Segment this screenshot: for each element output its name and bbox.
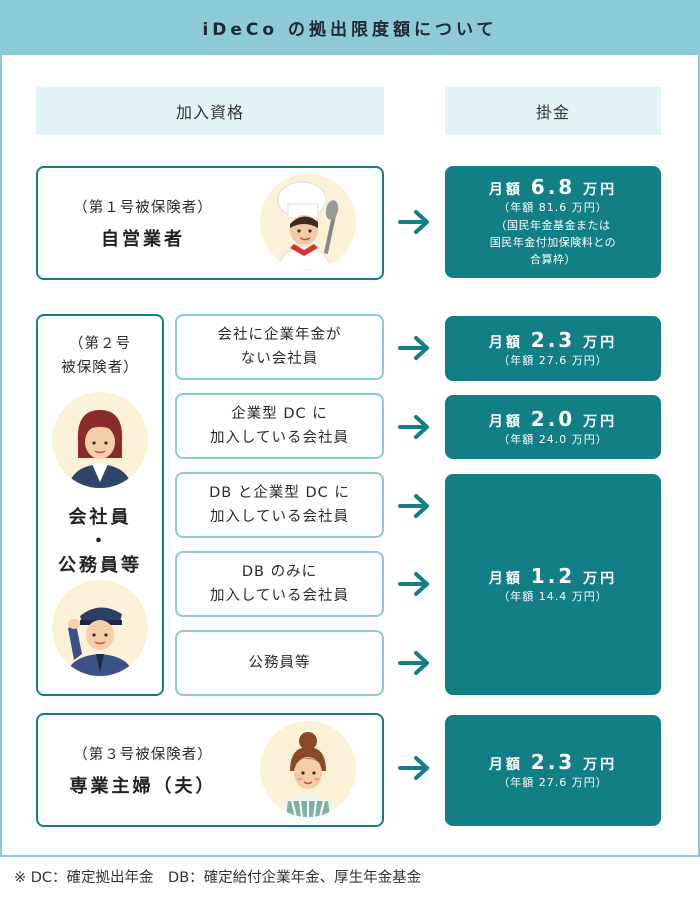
row-label-line: DB と企業型 DC に xyxy=(209,485,350,501)
employee-row-no-pension: 会社に企業年金が ない会社員 xyxy=(175,314,384,380)
employee-row-db-and-dc: DB と企業型 DC に 加入している会社員 xyxy=(175,472,384,538)
amount-prefix: 月額 xyxy=(488,182,523,198)
amount-annual: （年額 81.6 万円） xyxy=(498,201,608,214)
footnote: ※ DC：確定拠出年金 DB：確定給付企業年金、厚生年金基金 xyxy=(14,870,422,886)
header-eligibility: 加入資格 xyxy=(36,87,384,135)
amount-prefix: 月額 xyxy=(488,571,523,587)
employee-category-line: 被保険者） xyxy=(61,360,139,376)
self-employed-amount: 月額 6.8 万円 （年額 81.6 万円） （国民年金基金または 国民年金付加… xyxy=(445,166,661,278)
row-label-line: 公務員等 xyxy=(248,655,311,671)
row-label-line: 加入している会社員 xyxy=(209,430,350,446)
employee-row-civil-servant: 公務員等 xyxy=(175,630,384,696)
amount-prefix: 月額 xyxy=(488,413,523,430)
amount-unit: 万円 xyxy=(583,571,618,587)
homemaker-amount: 月額 2.3 万円 （年額 27.6 万円） xyxy=(445,715,661,826)
amount-annual: （年額 14.4 万円） xyxy=(498,590,608,603)
businesswoman-icon xyxy=(52,392,148,488)
homemaker-box: （第３号被保険者） 専業主婦（夫） xyxy=(36,713,384,827)
homemaker-name: 専業主婦（夫） xyxy=(69,776,217,797)
amount-unit: 万円 xyxy=(583,335,618,351)
amount-prefix: 月額 xyxy=(488,757,523,773)
amount-annual: （年額 24.0 万円） xyxy=(498,432,608,446)
row-label-line: ない会社員 xyxy=(240,351,319,367)
amount-note-line: 合算枠） xyxy=(529,253,576,266)
row-label-line: 加入している会社員 xyxy=(209,588,350,604)
amount-unit: 万円 xyxy=(583,413,618,430)
employee-amount-dc: 月額 2.0 万円 （年額 24.0 万円） xyxy=(445,395,661,459)
employee-name-line: 会社員 xyxy=(68,507,132,528)
amount-value: 2.0 xyxy=(530,406,576,431)
amount-value: 2.3 xyxy=(530,328,576,352)
homemaker-category: （第３号被保険者） xyxy=(73,747,213,763)
amount-value: 6.8 xyxy=(530,175,576,199)
employee-row-dc: 企業型 DC に 加入している会社員 xyxy=(175,393,384,459)
row-label-line: DB のみに xyxy=(241,564,318,580)
amount-note-line: 国民年金付加保険料との xyxy=(489,236,617,249)
row-label-line: 企業型 DC に xyxy=(231,406,328,422)
page-title: iDeCo の拠出限度額について xyxy=(0,0,700,55)
chef-icon xyxy=(260,174,356,270)
homemaker-icon xyxy=(260,721,356,817)
arrow-right-icon xyxy=(398,572,429,596)
self-employed-box: （第１号被保険者） 自営業者 xyxy=(36,166,384,280)
amount-annual: （年額 27.6 万円） xyxy=(498,354,608,367)
employee-amount-db: 月額 1.2 万円 （年額 14.4 万円） xyxy=(445,474,661,695)
arrow-right-icon xyxy=(398,415,429,439)
arrow-right-icon xyxy=(398,210,429,234)
amount-unit: 万円 xyxy=(583,757,618,773)
officer-icon xyxy=(52,580,148,676)
amount-prefix: 月額 xyxy=(488,335,523,351)
arrow-right-icon xyxy=(398,756,429,780)
employee-box: （第２号 被保険者） 会社員 ・ 公務員等 xyxy=(36,314,164,696)
row-label-line: 加入している会社員 xyxy=(209,509,350,525)
arrow-right-icon xyxy=(398,494,429,518)
amount-unit: 万円 xyxy=(583,182,618,198)
amount-note-line: （国民年金基金または xyxy=(495,219,611,232)
header-contribution: 掛金 xyxy=(445,87,661,135)
row-label-line: 会社に企業年金が xyxy=(217,327,342,343)
self-employed-name: 自営業者 xyxy=(101,229,185,250)
self-employed-category: （第１号被保険者） xyxy=(73,200,213,216)
arrow-right-icon xyxy=(398,651,429,675)
amount-annual: （年額 27.6 万円） xyxy=(498,776,608,789)
employee-name-line: ・ xyxy=(89,531,111,552)
amount-value: 1.2 xyxy=(530,564,576,588)
employee-category-line: （第２号 xyxy=(69,336,131,352)
employee-name-line: 公務員等 xyxy=(58,555,142,576)
amount-value: 2.3 xyxy=(530,750,576,774)
arrow-right-icon xyxy=(398,336,429,360)
employee-row-db-only: DB のみに 加入している会社員 xyxy=(175,551,384,617)
employee-amount-no-pension: 月額 2.3 万円 （年額 27.6 万円） xyxy=(445,316,661,381)
